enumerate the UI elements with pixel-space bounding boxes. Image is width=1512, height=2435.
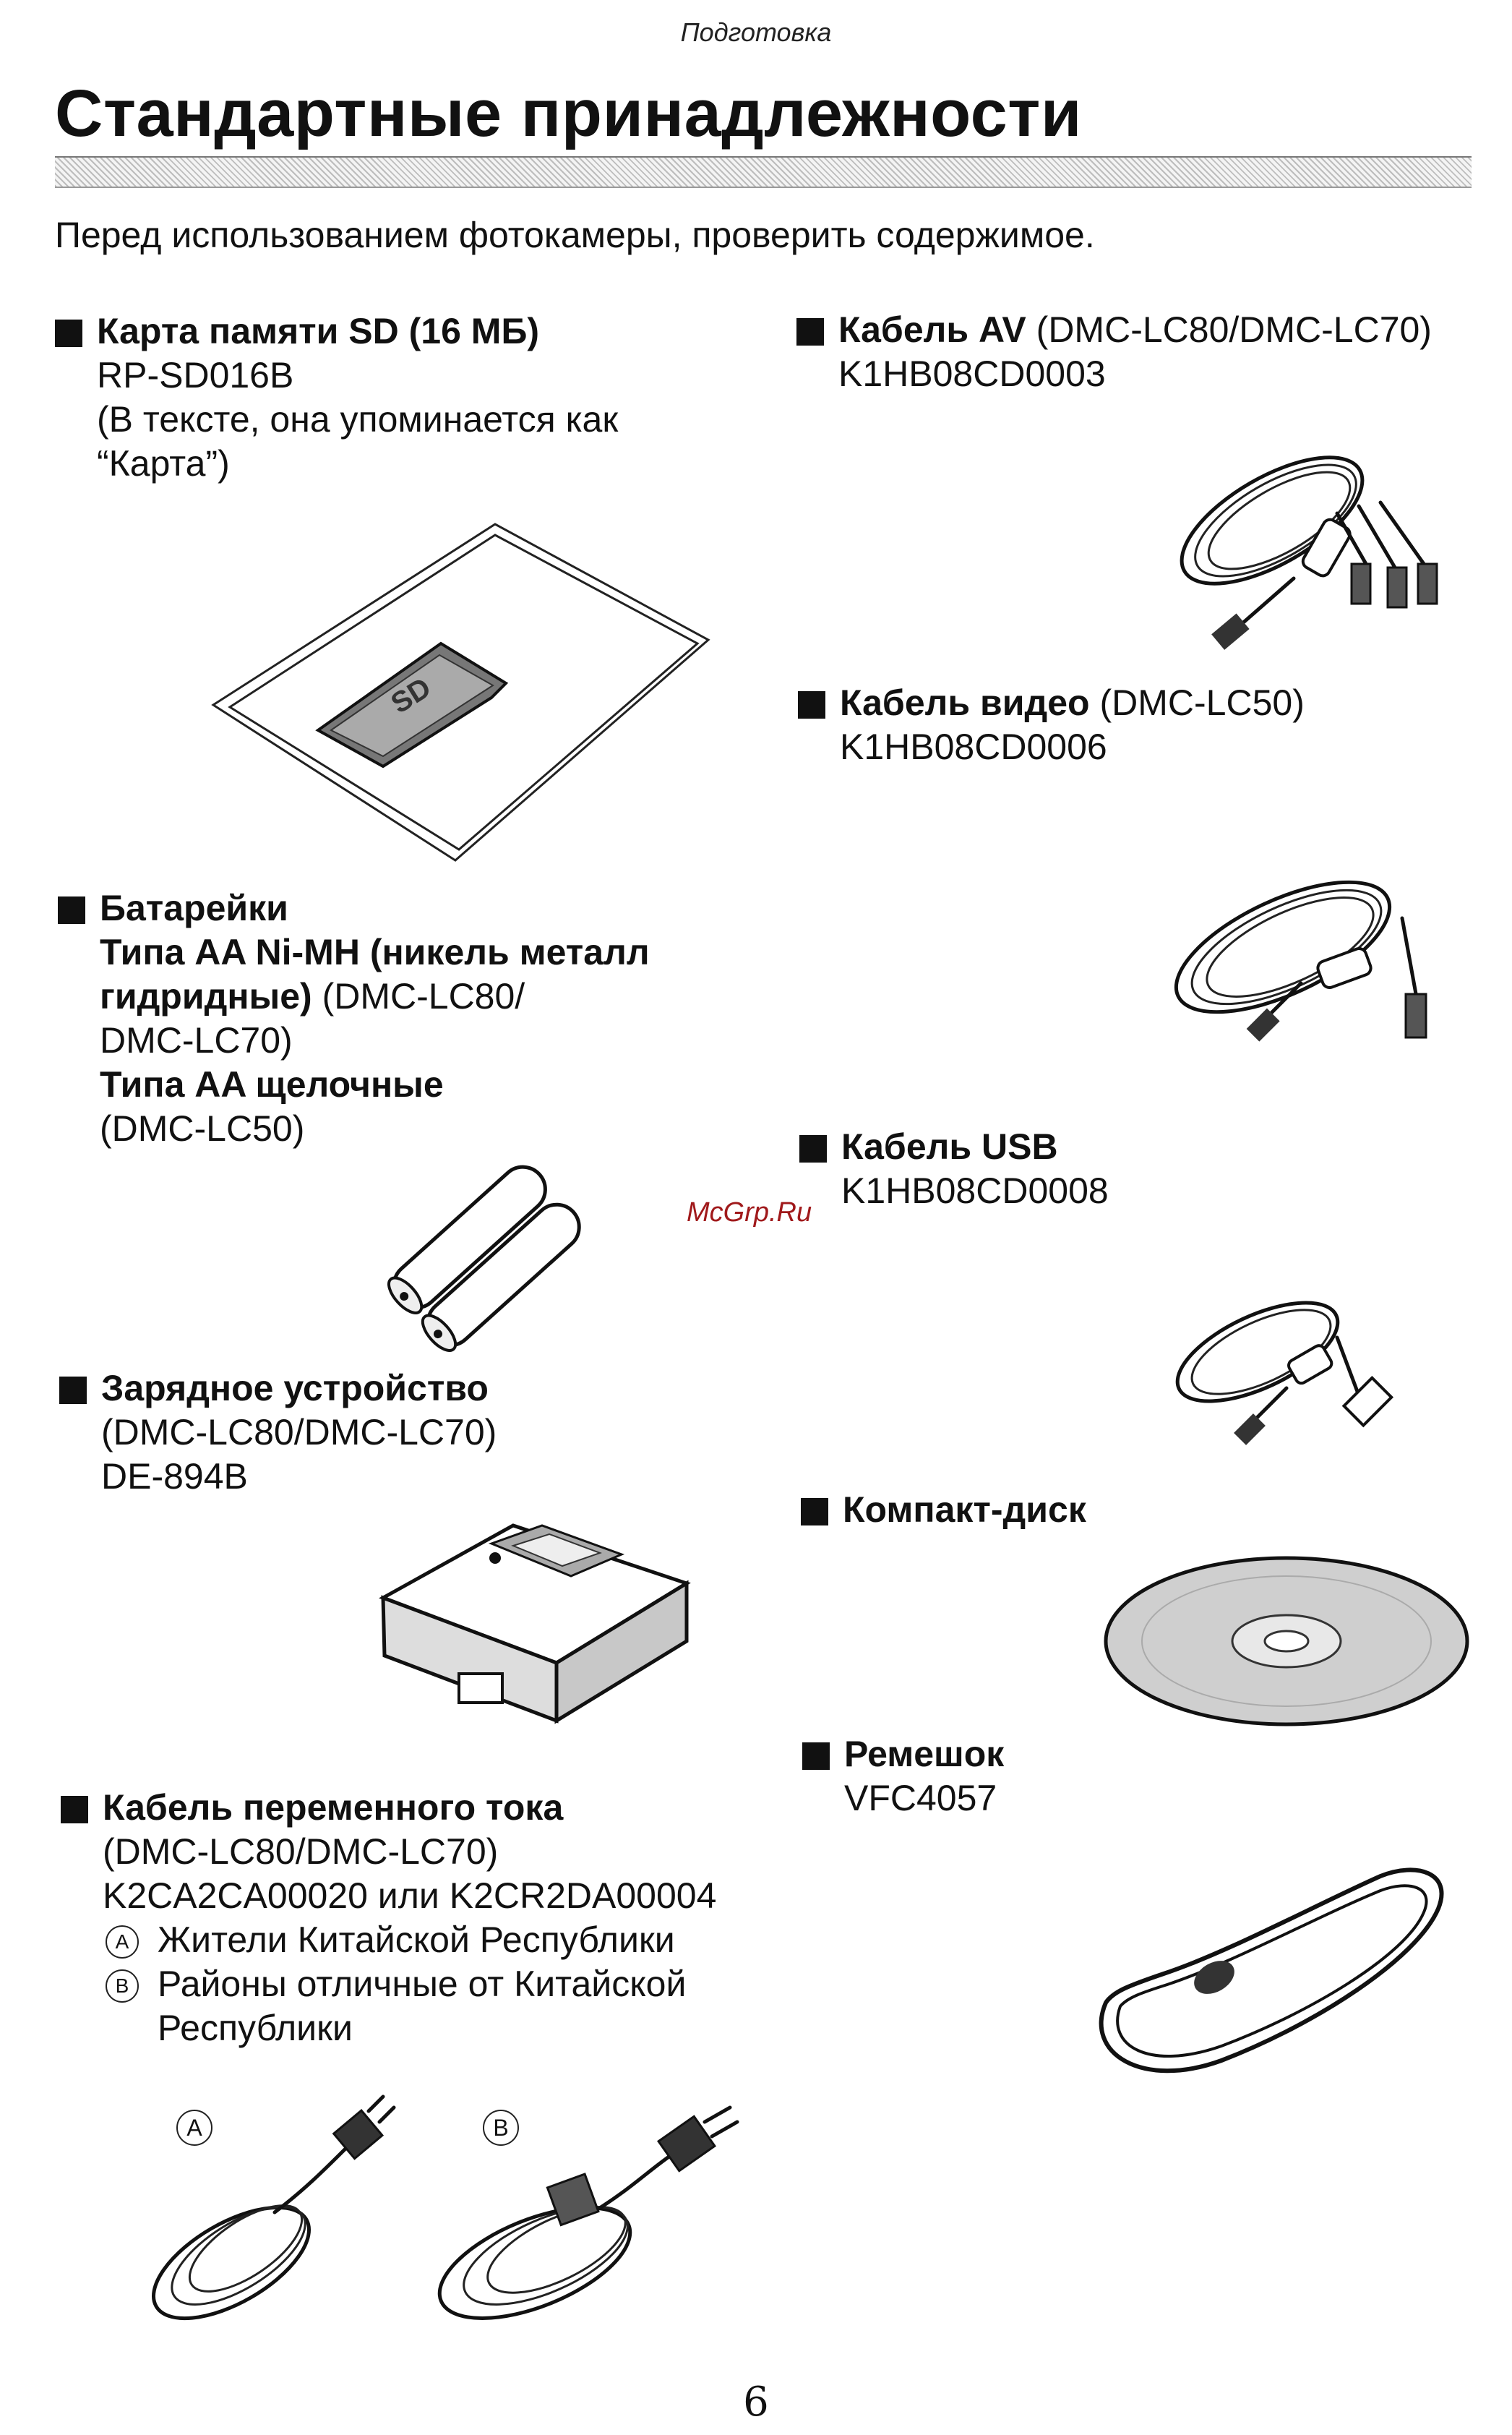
item-charger: Зарядное устройство (DMC-LC80/DMC-LC70) … bbox=[101, 1366, 497, 1499]
item-codes: K2CA2CA00020 или K2CR2DA00004 bbox=[103, 1875, 717, 1916]
strap-icon bbox=[1099, 1867, 1444, 2074]
item-name: Кабель видео bbox=[840, 682, 1090, 723]
item-models: DMC-LC70) bbox=[100, 1020, 293, 1061]
cd-disc-icon bbox=[1104, 1556, 1469, 1726]
charger-icon bbox=[379, 1523, 691, 1724]
watermark: McGrp.Ru bbox=[687, 1197, 812, 1228]
item-batteries: Батарейки Типа AA Ni-MH (никель металл г… bbox=[100, 886, 650, 1151]
item-type: Типа AA щелочные bbox=[100, 1064, 444, 1105]
intro-text: Перед использованием фотокамеры, провери… bbox=[55, 215, 1095, 255]
item-note: (В тексте, она упоминается как bbox=[97, 399, 619, 440]
item-ac-cable: Кабель переменного тока (DMC-LC80/DMC-LC… bbox=[103, 1786, 716, 2050]
usb-cable-icon bbox=[1175, 1301, 1394, 1445]
item-sd-card: Карта памяти SD (16 МБ) RP-SD016B (В тек… bbox=[97, 309, 618, 486]
item-name: Батарейки bbox=[100, 888, 288, 928]
item-name: Компакт-диск bbox=[843, 1489, 1086, 1530]
item-name: Кабель AV bbox=[838, 309, 1026, 350]
item-av-cable: Кабель AV (DMC-LC80/DMC-LC70) K1HB08CD00… bbox=[838, 308, 1432, 396]
item-models: (DMC-LC80/DMC-LC70) bbox=[101, 1412, 497, 1452]
item-name: Кабель переменного тока bbox=[103, 1787, 564, 1828]
title-rule bbox=[55, 156, 1472, 188]
item-video-cable: Кабель видео (DMC-LC50) K1HB08CD0006 bbox=[840, 681, 1305, 769]
note-b-text: Районы отличные от Китайской bbox=[158, 1964, 687, 2004]
note-b: B Районы отличные от Китайской bbox=[103, 1962, 716, 2006]
note-b-text: Республики bbox=[158, 2008, 353, 2048]
item-code: K1HB08CD0008 bbox=[841, 1171, 1109, 1211]
item-name: Карта памяти SD (16 МБ) bbox=[97, 311, 540, 351]
note-a-text: Жители Китайской Республики bbox=[158, 1920, 675, 1960]
mark-a: A bbox=[106, 1925, 139, 1959]
item-code: K1HB08CD0003 bbox=[838, 354, 1106, 394]
item-type: Типа AA Ni-MH (никель металл bbox=[100, 932, 650, 972]
page-title: Стандартные принадлежности bbox=[55, 77, 1082, 150]
page-number: 6 bbox=[743, 2379, 769, 2426]
section-header: Подготовка bbox=[680, 17, 832, 47]
item-code: DE-894B bbox=[101, 1456, 248, 1497]
item-code: VFC4057 bbox=[844, 1778, 997, 1818]
ac-cable-a-label: A bbox=[176, 2110, 212, 2146]
ac-cable-b-label: B bbox=[483, 2110, 519, 2146]
note-a: A Жители Китайской Республики bbox=[103, 1918, 716, 1962]
av-cable-icon bbox=[1180, 455, 1438, 650]
item-cd: Компакт-диск bbox=[843, 1488, 1086, 1532]
item-type: гидридные) bbox=[100, 976, 312, 1017]
sd-card-icon: SD bbox=[211, 523, 710, 862]
note-b-cont: Республики bbox=[103, 2006, 716, 2050]
item-models: (DMC-LC50) bbox=[1099, 682, 1305, 723]
item-name: Кабель USB bbox=[841, 1126, 1058, 1167]
item-note: “Карта”) bbox=[97, 443, 230, 484]
item-usb-cable: Кабель USB K1HB08CD0008 bbox=[841, 1125, 1109, 1213]
item-code: K1HB08CD0006 bbox=[840, 727, 1107, 767]
video-cable-icon bbox=[1174, 880, 1427, 1042]
item-models: (DMC-LC80/ bbox=[322, 976, 525, 1017]
item-name: Зарядное устройство bbox=[101, 1368, 489, 1408]
item-code: RP-SD016B bbox=[97, 355, 294, 395]
ac-cable-b-icon bbox=[437, 2105, 739, 2320]
item-models: (DMC-LC80/DMC-LC70) bbox=[103, 1831, 499, 1872]
battery-icon bbox=[387, 1165, 581, 1352]
item-strap: Ремешок VFC4057 bbox=[844, 1732, 1004, 1820]
mark-b: B bbox=[106, 1969, 139, 2003]
item-models: (DMC-LC50) bbox=[100, 1108, 305, 1149]
item-name: Ремешок bbox=[844, 1734, 1005, 1774]
item-models: (DMC-LC80/DMC-LC70) bbox=[1036, 309, 1432, 350]
ac-cable-a-icon bbox=[152, 2094, 396, 2321]
